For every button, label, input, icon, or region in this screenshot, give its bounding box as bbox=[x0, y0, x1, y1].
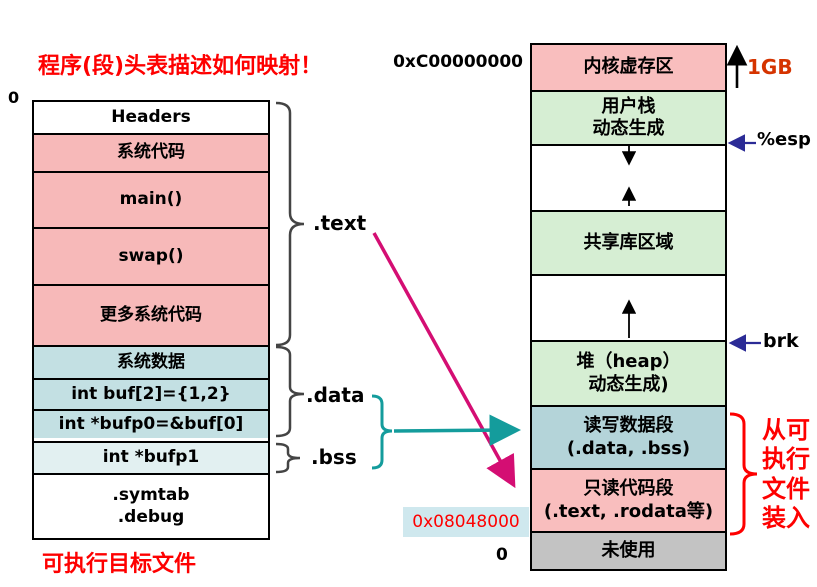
exe-row-swap: swap() bbox=[34, 227, 268, 284]
vm-address-zero-label: 0 bbox=[496, 545, 508, 565]
vm-row-heap: 堆（heap） 动态生成) bbox=[532, 340, 725, 405]
vm-row-shared-libs: 共享库区域 bbox=[532, 210, 725, 274]
exe-row-buf: int buf[2]={1,2} bbox=[34, 378, 268, 409]
brk-pointer-label: brk bbox=[763, 330, 799, 352]
exe-offset-zero-label: 0 bbox=[8, 88, 20, 107]
vm-gap-stack-growth bbox=[532, 144, 725, 210]
vm-row-ro-code: 只读代码段 (.text, .rodata等) bbox=[532, 468, 725, 531]
data-sections-brace bbox=[275, 345, 305, 438]
executable-file-box: Headers 系统代码 main() swap() 更多系统代码 系统数据 i… bbox=[32, 100, 270, 540]
virtual-memory-box: 内核虚存区 用户栈 动态生成 共享库区域 堆（heap） 动态生成) 读写数据段… bbox=[530, 43, 727, 571]
text-section-label: .text bbox=[313, 211, 367, 235]
exe-row-main: main() bbox=[34, 171, 268, 227]
vm-row-user-stack: 用户栈 动态生成 bbox=[532, 90, 725, 144]
vm-row-kernel: 内核虚存区 bbox=[532, 45, 725, 90]
data-bss-group-brace bbox=[371, 394, 393, 470]
load-address-badge: 0x08048000 bbox=[403, 507, 529, 537]
text-to-rocode-arrow bbox=[372, 232, 516, 489]
exe-row-more-code: 更多系统代码 bbox=[34, 284, 268, 345]
loaded-from-executable-note: 从可执行文件装入 bbox=[762, 416, 810, 532]
exe-row-system-code: 系统代码 bbox=[34, 133, 268, 171]
exe-row-system-data: 系统数据 bbox=[34, 345, 268, 378]
exe-row-bufp1: int *bufp1 bbox=[34, 441, 268, 473]
data-section-label: .data bbox=[306, 383, 365, 407]
exe-row-symtab-debug: .symtab .debug bbox=[34, 473, 268, 538]
vm-gap-heap-growth bbox=[532, 274, 725, 340]
exe-row-bufp0: int *bufp0=&buf[0] bbox=[34, 409, 268, 438]
bss-section-label: .bss bbox=[311, 445, 357, 469]
diagram-title: 程序(段)头表描述如何映射！ bbox=[38, 54, 323, 79]
loaded-regions-brace bbox=[729, 412, 758, 536]
esp-register-label: %esp bbox=[757, 129, 811, 150]
executable-file-caption: 可执行目标文件 bbox=[42, 552, 197, 577]
bss-section-brace bbox=[275, 442, 301, 474]
kernel-start-address: 0xC00000000 bbox=[393, 52, 523, 72]
kernel-size-label: 1GB bbox=[747, 55, 793, 79]
data-bss-to-rwdata-arrow bbox=[393, 414, 521, 446]
exe-row-headers: Headers bbox=[34, 102, 268, 133]
vm-row-unused: 未使用 bbox=[532, 531, 725, 569]
text-sections-brace bbox=[275, 101, 305, 347]
vm-row-rw-data: 读写数据段 (.data, .bss) bbox=[532, 405, 725, 468]
